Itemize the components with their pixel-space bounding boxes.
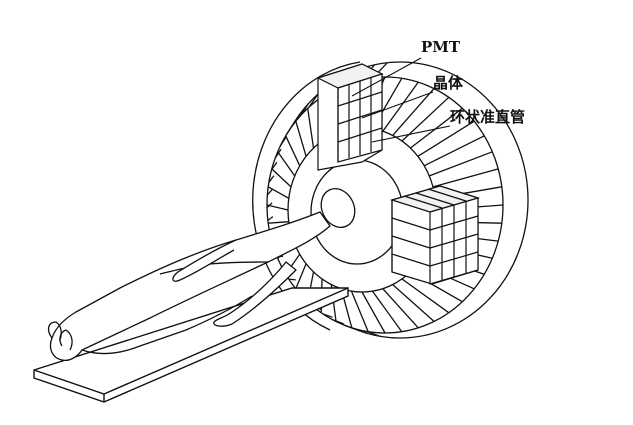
ring-segment-line xyxy=(392,88,435,136)
ring-segment-line xyxy=(350,290,369,332)
ring-segment-line xyxy=(371,290,403,333)
label-collimator: 环状准直管 xyxy=(450,108,526,126)
ring-rim-line xyxy=(354,328,368,335)
ring-segment-line xyxy=(277,151,296,177)
ring-segment-line xyxy=(432,168,499,188)
ring-segment-line xyxy=(267,186,290,199)
ring-rim-line xyxy=(274,148,282,159)
ring-segment-line xyxy=(361,291,386,334)
label-pmt: PMT xyxy=(421,38,461,56)
leader-crystal xyxy=(361,91,434,119)
ring-rim-line xyxy=(366,330,381,337)
detector-block-right xyxy=(389,185,481,285)
ring-segment-line xyxy=(424,135,485,167)
ring-rim-line xyxy=(308,93,319,108)
ring-rim-line xyxy=(285,124,294,136)
ring-segment-line xyxy=(285,135,301,166)
ring-rim-line xyxy=(279,136,287,147)
ring-rim-line xyxy=(292,113,301,126)
ring-segment-line xyxy=(382,288,419,329)
patient-figure xyxy=(47,188,356,362)
label-leader-lines xyxy=(351,57,451,143)
ring-rim-line xyxy=(332,319,344,325)
ring-rim-line xyxy=(288,278,296,281)
ring-segment-line xyxy=(271,168,292,188)
leader-collimator xyxy=(371,125,451,143)
ring-rim-line xyxy=(270,161,278,171)
ring-rim-line xyxy=(266,188,273,196)
ring-segment-line xyxy=(429,151,493,177)
label-crystal: 晶体 xyxy=(433,74,464,92)
ring-segment-line xyxy=(295,263,307,290)
ring-rim-line xyxy=(267,216,274,221)
ring-segment-line xyxy=(295,121,307,157)
ring-segment-line xyxy=(417,120,475,157)
ring-segment-line xyxy=(382,81,419,132)
ring-rim-line xyxy=(322,313,333,318)
ring-segment-line xyxy=(266,204,289,211)
patient-table xyxy=(33,287,349,403)
ring-segment-line xyxy=(392,284,435,322)
ring-segment-line xyxy=(268,221,289,224)
ring-rim-line xyxy=(300,103,310,116)
ring-rim-line xyxy=(266,202,273,209)
patient-head xyxy=(320,188,356,228)
ring-segment-line xyxy=(401,278,450,314)
ring-rim-line xyxy=(268,175,275,183)
ring-rim-line xyxy=(343,324,356,330)
ring-segment-line xyxy=(410,107,463,149)
leader-pmt xyxy=(351,57,422,97)
ring-segment-line xyxy=(307,108,315,149)
detector-block-upper xyxy=(316,63,384,171)
